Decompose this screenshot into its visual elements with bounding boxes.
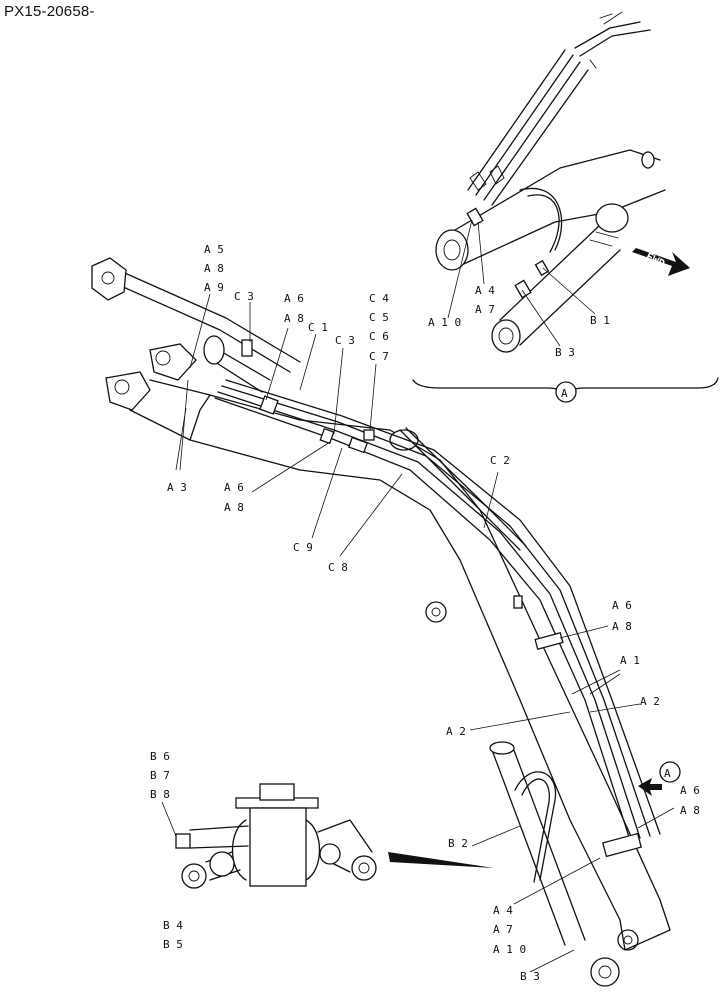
label-a7-detail: A 7 xyxy=(475,303,495,316)
label-b4: B 4 xyxy=(163,919,183,932)
detail-view-marker: A xyxy=(561,387,568,400)
label-a6-right: A 6 xyxy=(612,599,632,612)
label-a10-low: A 1 0 xyxy=(493,943,526,956)
swivel-inset xyxy=(175,783,494,889)
label-c3-mid: C 3 xyxy=(335,334,355,347)
label-a2-right: A 2 xyxy=(640,695,660,708)
label-a6-left: A 6 xyxy=(224,481,244,494)
label-c3-top: C 3 xyxy=(234,290,254,303)
page-code: PX15-20658- xyxy=(4,3,95,20)
boom-assembly xyxy=(91,257,681,987)
fwd-label: FWD xyxy=(643,250,667,271)
label-a1: A 1 xyxy=(620,654,640,667)
label-c2: C 2 xyxy=(490,454,510,467)
label-a6-lower: A 6 xyxy=(680,784,700,797)
label-a5: A 5 xyxy=(204,243,224,256)
label-b6: B 6 xyxy=(150,750,170,763)
label-a2-left: A 2 xyxy=(446,725,466,738)
label-c6: C 6 xyxy=(369,330,389,343)
label-a7-low: A 7 xyxy=(493,923,513,936)
leader-lines xyxy=(161,293,675,973)
label-c4: C 4 xyxy=(369,292,389,305)
label-c7: C 7 xyxy=(369,350,389,363)
label-a8-top2: A 8 xyxy=(284,312,304,325)
label-b2: B 2 xyxy=(448,837,468,850)
label-c5: C 5 xyxy=(369,311,389,324)
label-c8: C 8 xyxy=(328,561,348,574)
label-a8-left: A 8 xyxy=(224,501,244,514)
label-b7: B 7 xyxy=(150,769,170,782)
label-c9: C 9 xyxy=(293,541,313,554)
detail-view-a xyxy=(412,11,719,403)
label-a4-detail: A 4 xyxy=(475,284,495,297)
label-a8-lower: A 8 xyxy=(680,804,700,817)
label-b3-low: B 3 xyxy=(520,970,540,983)
label-b8: B 8 xyxy=(150,788,170,801)
label-a8-top: A 8 xyxy=(204,262,224,275)
label-a8-right: A 8 xyxy=(612,620,632,633)
label-a4-low: A 4 xyxy=(493,904,513,917)
label-b3-detail: B 3 xyxy=(555,346,575,359)
label-a3: A 3 xyxy=(167,481,187,494)
label-c1: C 1 xyxy=(308,321,328,334)
view-a-marker: A xyxy=(664,767,671,780)
label-b1-detail: B 1 xyxy=(590,314,610,327)
label-a9: A 9 xyxy=(204,281,224,294)
label-a6-top: A 6 xyxy=(284,292,304,305)
label-a10-detail: A 1 0 xyxy=(428,316,461,329)
label-b5: B 5 xyxy=(163,938,183,951)
